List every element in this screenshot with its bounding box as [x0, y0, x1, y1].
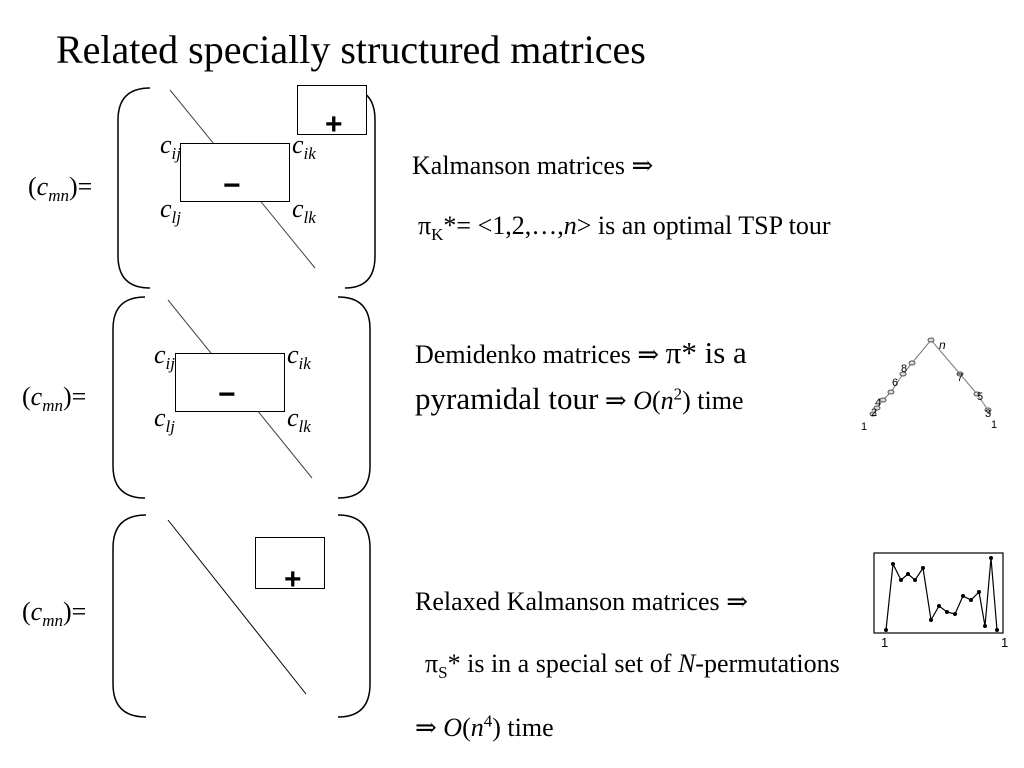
- cell-cik-1: cik: [292, 130, 316, 164]
- pyramid-label-3: 3: [985, 408, 991, 420]
- relaxed-tour-diagram: 1 1: [873, 552, 1008, 650]
- cell-clj-1: clj: [160, 194, 181, 228]
- relaxed-line-1: Relaxed Kalmanson matrices ⇒: [415, 587, 748, 616]
- tour-label-1-left: 1: [881, 635, 888, 650]
- pyramid-label-n: n: [939, 338, 946, 352]
- cell-clj-2: clj: [154, 403, 175, 437]
- matrix-label-3: (cmn)=: [22, 597, 87, 631]
- cell-cij-2: cij: [154, 340, 175, 374]
- demidenko-line-1: Demidenko matrices ⇒ π* is a: [415, 335, 747, 370]
- minus-box-1: −: [180, 143, 290, 202]
- pyramid-label-5: 5: [977, 391, 983, 403]
- pyramid-label-7: 7: [957, 372, 963, 384]
- demidenko-line-2: pyramidal tour ⇒ O(n2) time: [415, 381, 744, 416]
- pyramid-label-4: 4: [875, 397, 881, 409]
- pyramidal-tour-diagram: n 1 1 2 4 6 8 7 5 3: [861, 337, 997, 433]
- cell-clk-2: clk: [287, 403, 311, 437]
- relaxed-line-3: ⇒ O(n4) time: [415, 711, 554, 742]
- minus-box-2: −: [175, 353, 285, 412]
- cell-clk-1: clk: [292, 194, 316, 228]
- matrix-label-1: (cmn)=: [28, 172, 93, 206]
- plus-box-1: +: [297, 85, 367, 140]
- plus-box-3: +: [255, 537, 325, 595]
- relaxed-line-2: πS* is in a special set of N-permutation…: [425, 649, 840, 683]
- kalmanson-line-1: Kalmanson matrices ⇒: [412, 151, 654, 180]
- pyramid-label-8: 8: [901, 363, 907, 375]
- cell-cik-2: cik: [287, 340, 311, 374]
- tour-label-1-right: 1: [1001, 635, 1008, 650]
- cell-cij-1: cij: [160, 130, 181, 164]
- slide-title: Related specially structured matrices: [56, 27, 646, 72]
- pyramid-label-2: 2: [871, 407, 877, 419]
- kalmanson-line-2: πK*= <1,2,…,n> is an optimal TSP tour: [418, 211, 831, 245]
- pyramid-label-1-right: 1: [991, 419, 997, 431]
- pyramid-label-1-left: 1: [861, 421, 867, 433]
- matrix-label-2: (cmn)=: [22, 382, 87, 416]
- pyramid-label-6: 6: [892, 377, 898, 389]
